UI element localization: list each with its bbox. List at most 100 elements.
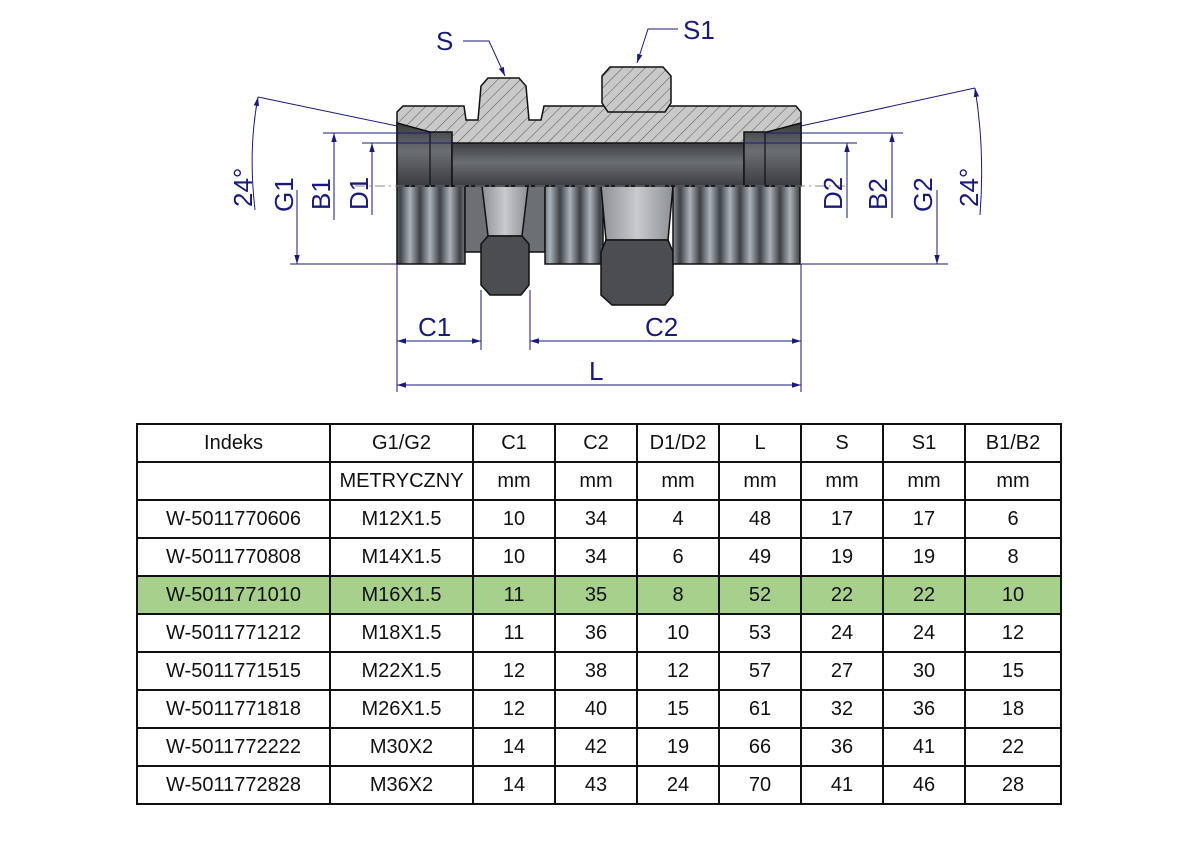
label-angle-left: 24° (228, 168, 258, 207)
cone-right (743, 122, 802, 187)
table-cell: 41 (882, 727, 966, 767)
table-cell: 19 (636, 727, 720, 767)
table-cell: 12 (472, 651, 556, 691)
hex-nut-s-lower (480, 235, 530, 296)
table-cell: W-5011770606 (136, 499, 331, 539)
label-g1: G1 (269, 177, 299, 212)
table-cell: 8 (636, 575, 720, 615)
units-cell: mm (882, 461, 966, 501)
table-cell: 70 (718, 765, 802, 805)
table-cell: 30 (882, 651, 966, 691)
table-cell: W-5011772828 (136, 765, 331, 805)
table-cell: 10 (964, 575, 1062, 615)
cone-left (396, 122, 453, 187)
dimensions (251, 28, 983, 392)
table-cell: 46 (882, 765, 966, 805)
table-cell: M26X1.5 (329, 689, 474, 729)
bore (451, 142, 745, 187)
label-c2: C2 (645, 312, 678, 342)
table-cell: 41 (800, 765, 884, 805)
technical-drawing: S S1 24° G1 B1 D1 D2 B2 G2 24° C1 C2 L (228, 15, 984, 392)
table-cell: 35 (554, 575, 638, 615)
fitting-exterior (396, 185, 801, 306)
header-cell: C1 (472, 423, 556, 463)
table-cell: 11 (472, 613, 556, 653)
table-cell: 12 (472, 689, 556, 729)
header-cell: S (800, 423, 884, 463)
table-cell: 8 (964, 537, 1062, 577)
table-cell: 34 (554, 499, 638, 539)
table-cell: 36 (800, 727, 884, 767)
header-cell: L (718, 423, 802, 463)
table-cell: 57 (718, 651, 802, 691)
label-angle-right: 24° (954, 168, 984, 207)
table-cell: 22 (800, 575, 884, 615)
units-cell (136, 461, 331, 501)
locknut-s1 (600, 185, 674, 241)
table-cell: 10 (472, 537, 556, 577)
table-cell: 14 (472, 727, 556, 767)
table-cell: 12 (964, 613, 1062, 653)
units-cell: mm (554, 461, 638, 501)
label-g2: G2 (908, 177, 938, 212)
table-cell: 32 (800, 689, 884, 729)
table-cell: 17 (882, 499, 966, 539)
table-cell: 24 (882, 613, 966, 653)
table-cell: M22X1.5 (329, 651, 474, 691)
table-cell: 17 (800, 499, 884, 539)
label-d1: D1 (344, 177, 374, 210)
table-cell: 28 (964, 765, 1062, 805)
table-cell: W-5011771515 (136, 651, 331, 691)
thread-left (396, 185, 466, 265)
table-cell: 10 (636, 613, 720, 653)
table-cell: 22 (882, 575, 966, 615)
table-cell: 10 (472, 499, 556, 539)
table-cell: M30X2 (329, 727, 474, 767)
thread-middle (544, 185, 604, 265)
table-cell: 12 (636, 651, 720, 691)
units-cell: mm (800, 461, 884, 501)
label-b1: B1 (306, 178, 336, 210)
header-cell: C2 (554, 423, 638, 463)
label-b2: B2 (863, 178, 893, 210)
table-cell: M12X1.5 (329, 499, 474, 539)
table-cell: 15 (636, 689, 720, 729)
table-cell: 14 (472, 765, 556, 805)
header-cell: Indeks (136, 423, 331, 463)
table-cell: 15 (964, 651, 1062, 691)
locknut-section (601, 66, 672, 113)
label-d2: D2 (818, 177, 848, 210)
table-cell: 19 (800, 537, 884, 577)
table-cell: 11 (472, 575, 556, 615)
table-cell: 36 (882, 689, 966, 729)
table-cell: W-5011770808 (136, 537, 331, 577)
table-cell: W-5011771212 (136, 613, 331, 653)
table-cell: 27 (800, 651, 884, 691)
table-cell: 6 (964, 499, 1062, 539)
header-cell: G1/G2 (329, 423, 474, 463)
table-cell: 22 (964, 727, 1062, 767)
table-cell: 18 (964, 689, 1062, 729)
table-cell: 52 (718, 575, 802, 615)
table-cell: 24 (800, 613, 884, 653)
fitting-section (355, 66, 845, 187)
locknut-s1-lower (600, 239, 674, 306)
table-cell: 6 (636, 537, 720, 577)
table-cell: 40 (554, 689, 638, 729)
units-cell: mm (472, 461, 556, 501)
units-cell: METRYCZNY (329, 461, 474, 501)
table-cell: W-5011771010 (136, 575, 331, 615)
table-cell: 66 (718, 727, 802, 767)
table-cell: 61 (718, 689, 802, 729)
table-cell: 36 (554, 613, 638, 653)
table-cell: M18X1.5 (329, 613, 474, 653)
label-s: S (436, 26, 453, 56)
table-cell: 53 (718, 613, 802, 653)
